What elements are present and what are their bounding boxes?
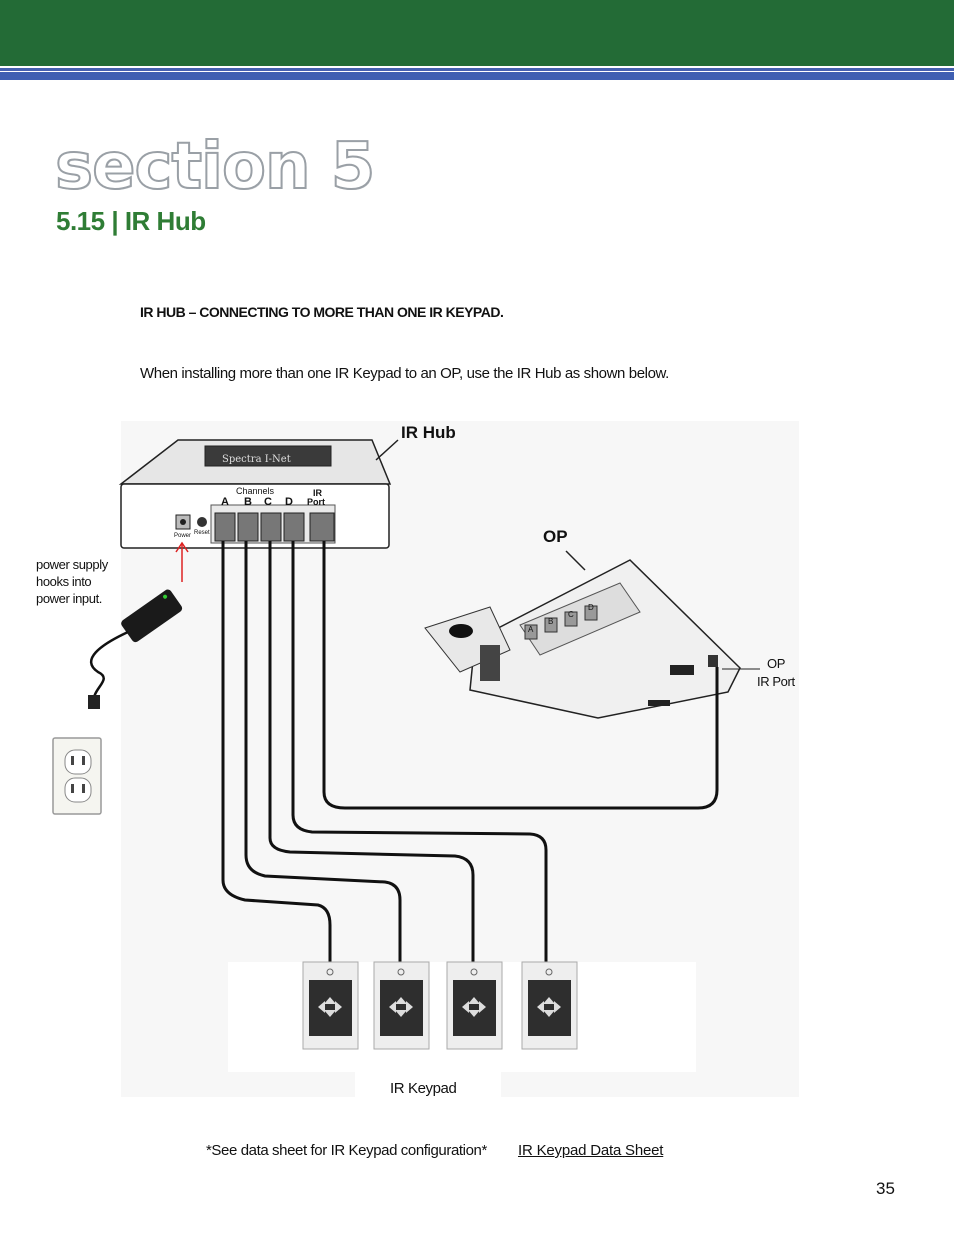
op-ir-port-label-1: OP xyxy=(767,656,785,671)
power-note-line-3: power input. xyxy=(36,591,103,606)
channel-a-text: A xyxy=(221,496,229,508)
channel-d-text: D xyxy=(285,496,293,508)
power-note-line-2: hooks into xyxy=(36,574,92,589)
section-title: section 5 xyxy=(54,129,376,205)
hub-brand-text: Spectra I-Net xyxy=(222,454,291,465)
ir-keypad-4 xyxy=(521,961,578,1050)
cable-channel-a xyxy=(221,541,332,962)
ir-hub-wiring-diagram: Spectra I-Net Channels A B C D IR Port P… xyxy=(52,421,799,1098)
wall-outlet xyxy=(52,737,102,815)
op-device: A B C D xyxy=(424,559,741,719)
power-note-line-1: power supply xyxy=(36,557,108,572)
hub-callout-line xyxy=(375,439,399,461)
op-channel-a: A xyxy=(528,625,534,634)
ir-keypad-label: IR Keypad xyxy=(390,1080,457,1097)
header-stripe-thick xyxy=(0,72,954,80)
op-callout-line xyxy=(565,550,586,571)
ir-port-text-2: Port xyxy=(307,497,325,507)
page-subtitle: 5.15 | IR Hub xyxy=(56,206,206,236)
ir-keypad-2 xyxy=(373,961,430,1050)
op-ir-port-label-2: IR Port xyxy=(757,674,795,689)
ir-port-text-1: IR xyxy=(313,488,323,498)
header-stripe xyxy=(0,68,954,71)
op-channel-b: B xyxy=(548,617,553,626)
content-paragraph: When installing more than one IR Keypad … xyxy=(140,365,669,382)
op-channel-d: D xyxy=(588,603,594,612)
ir-hub-device: Spectra I-Net Channels A B C D IR Port P… xyxy=(118,439,392,549)
ir-keypad-data-sheet-link[interactable]: IR Keypad Data Sheet xyxy=(518,1142,664,1159)
channel-b-text: B xyxy=(244,496,252,508)
cable-op-ir-port xyxy=(322,541,719,810)
content-heading: IR HUB – CONNECTING TO MORE THAN ONE IR … xyxy=(140,304,504,320)
ir-hub-label: IR Hub xyxy=(401,423,456,442)
cable-channel-d xyxy=(291,541,548,962)
ir-cables xyxy=(221,541,719,962)
cable-channel-b xyxy=(244,541,402,962)
op-channel-c: C xyxy=(568,610,574,619)
power-supply xyxy=(121,589,183,643)
ir-keypad-3 xyxy=(446,961,503,1050)
power-port-text: Power xyxy=(174,533,191,539)
footnote: *See data sheet for IR Keypad configurat… xyxy=(206,1142,487,1159)
cable-channel-c xyxy=(268,541,475,962)
power-cable xyxy=(90,630,129,706)
channels-text: Channels xyxy=(236,486,275,496)
keypad-label-panel xyxy=(355,1072,501,1098)
header-bar xyxy=(0,0,954,66)
op-label: OP xyxy=(543,527,568,546)
page-number: 35 xyxy=(876,1179,895,1198)
channel-c-text: C xyxy=(264,496,272,508)
reset-text: Reset xyxy=(194,530,210,536)
ir-keypad-1 xyxy=(302,961,359,1050)
